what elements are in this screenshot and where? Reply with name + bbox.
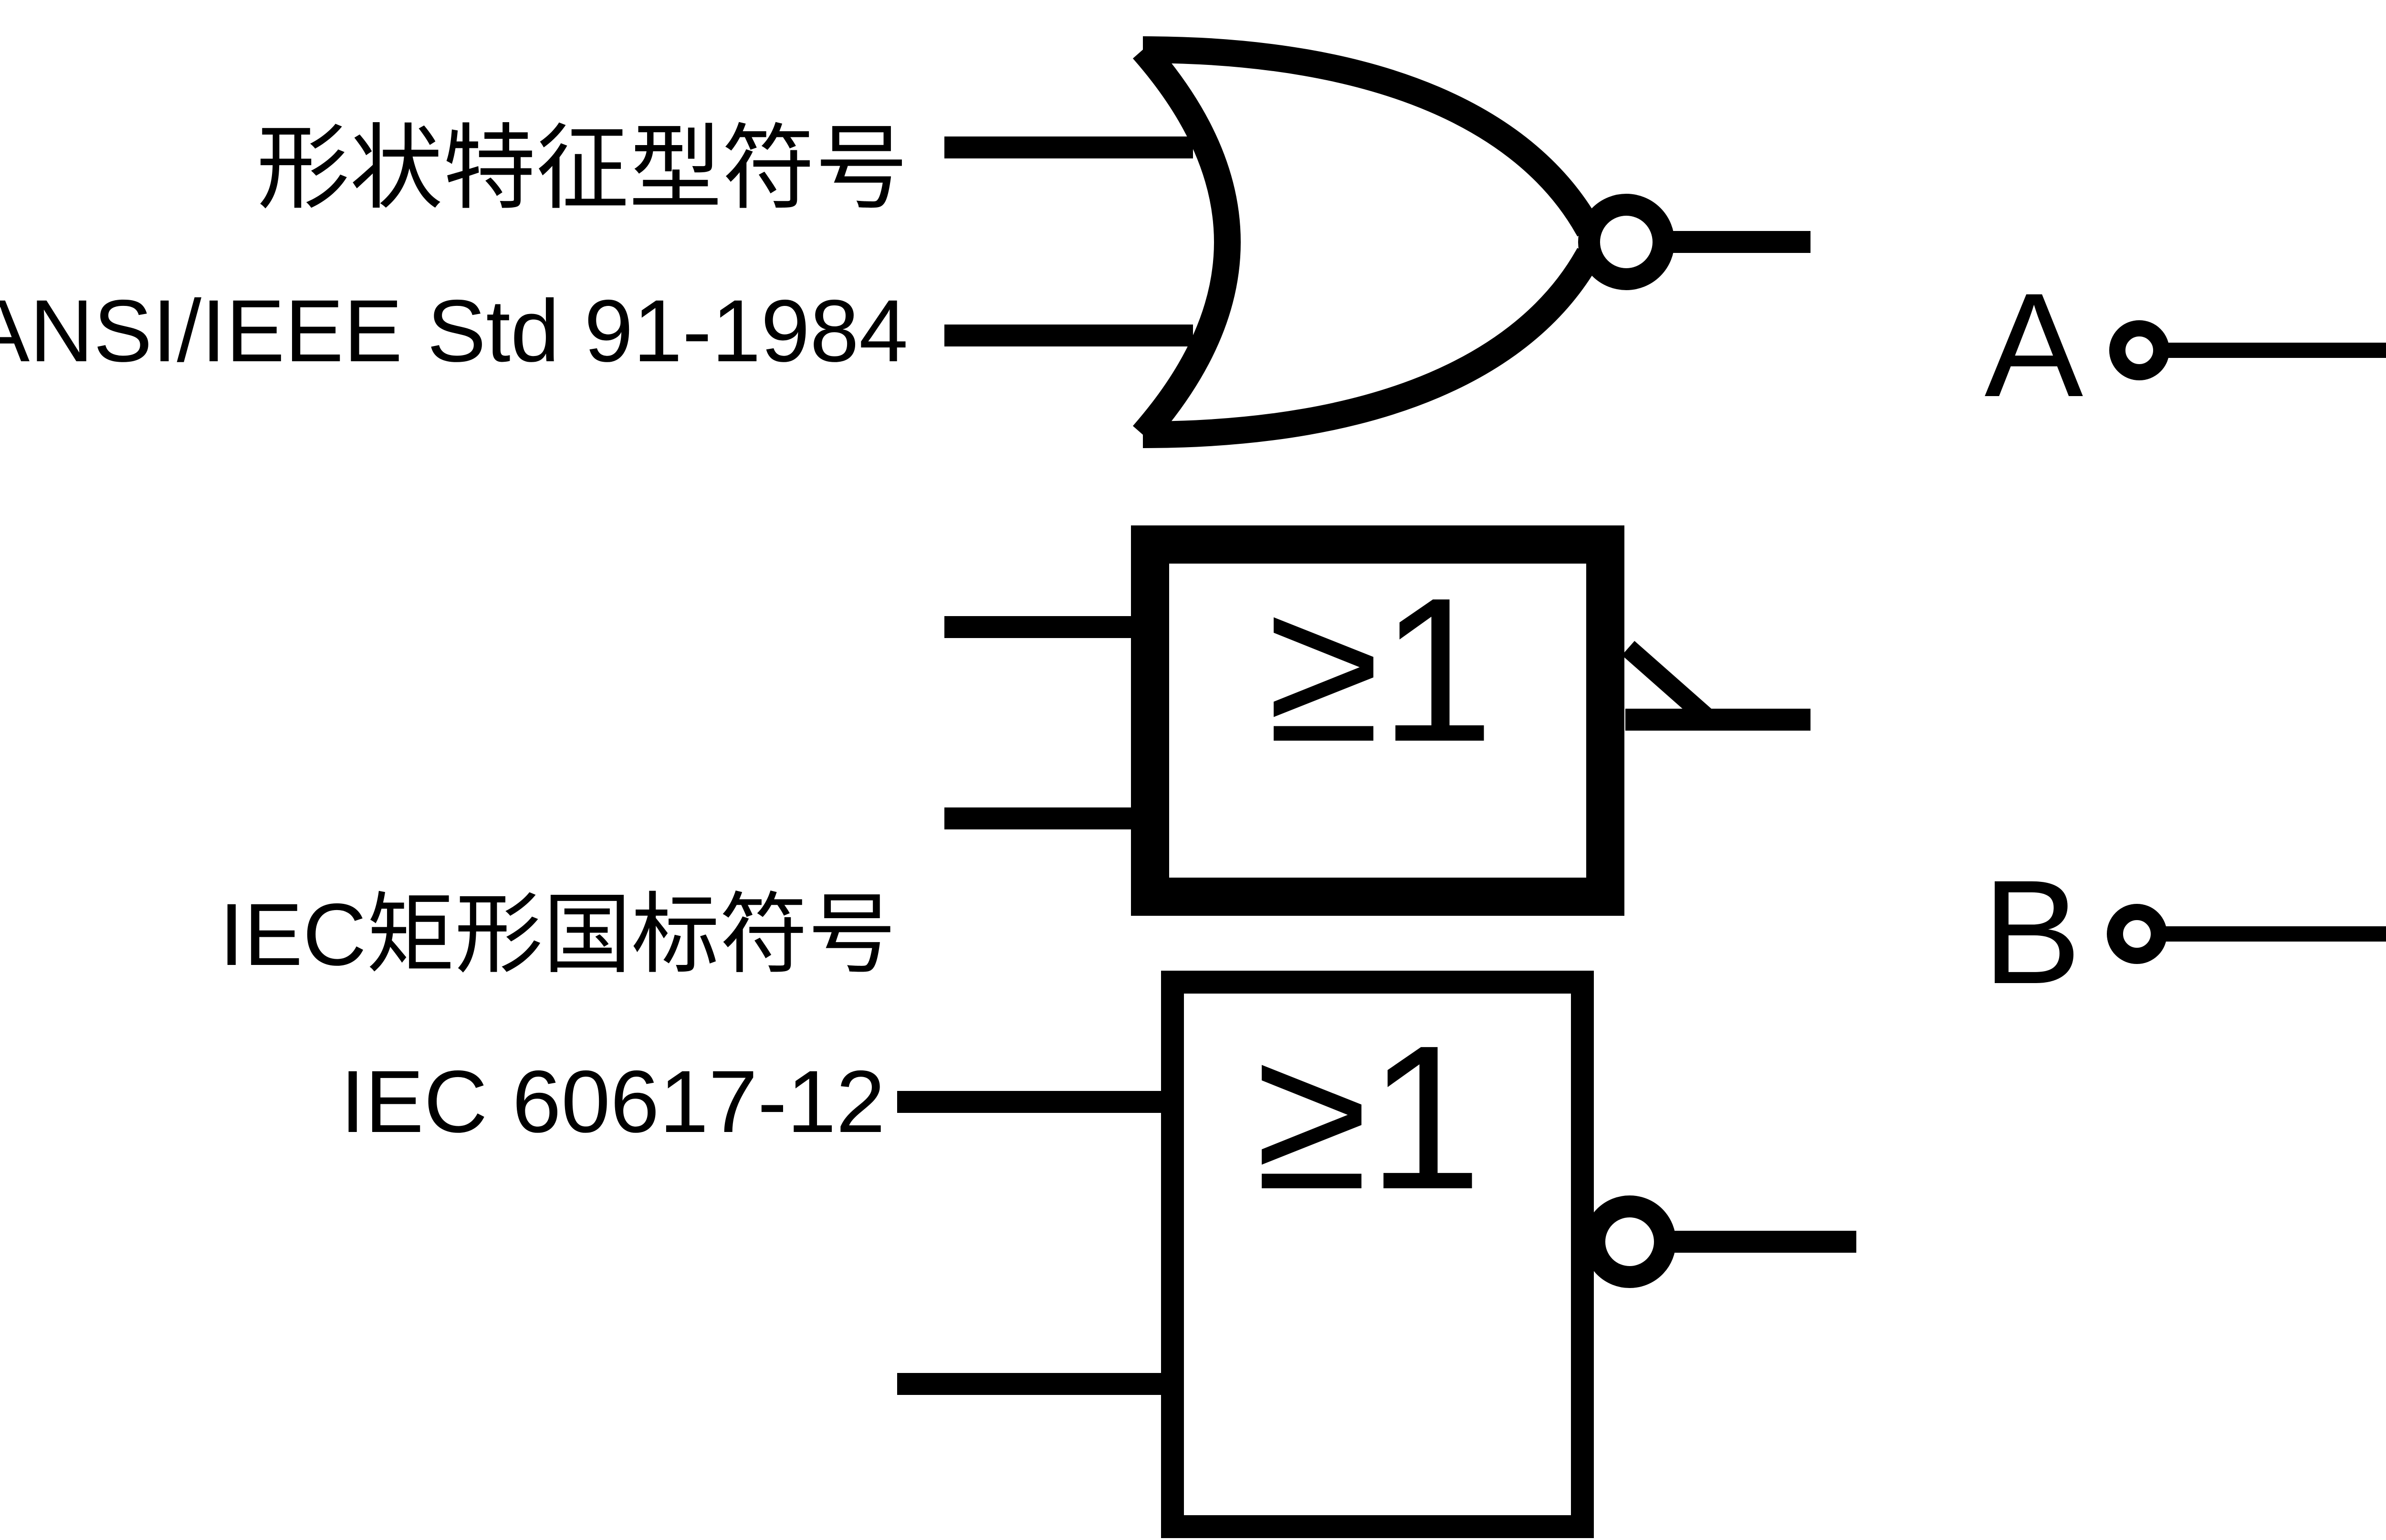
din-function-label: ≥1 (1267, 555, 1494, 785)
input-a-label: A (1985, 262, 2084, 428)
ansi-shape-symbol-section: 形状特征型符号 ANSI/IEEE Std 91-1984 (0, 36, 1810, 448)
iec-symbol-label: IEC矩形国标符号 (220, 886, 896, 984)
input-b-label: B (1983, 849, 2082, 1015)
inversion-bubble-icon (1578, 194, 1674, 290)
iec-standard-label: IEC 60617-12 (340, 1053, 885, 1151)
din-symbol-box (1131, 525, 1624, 916)
din-rectangular-symbol: ≥1 (944, 525, 1810, 916)
open-circle-terminal-icon (2109, 320, 2169, 380)
or-gate-top-curve (1142, 36, 1601, 237)
iec-rectangular-symbol-section: IEC矩形国标符号 IEC 60617-12 ≥1 (220, 886, 1856, 1538)
iec-symbol-box (1161, 971, 1594, 1538)
nor-gate-ansi-symbol (944, 36, 1810, 448)
nor-gate-iec-symbol: ≥1 (897, 971, 1856, 1538)
open-circle-terminal-icon (2107, 904, 2167, 964)
or-gate-bottom-curve (1142, 248, 1601, 448)
din-negation-wedge-icon (1622, 641, 1716, 727)
or-gate-back-arc (1132, 41, 1241, 444)
input-b-branch: B (1983, 849, 2386, 1015)
input-b-wire (2159, 926, 2386, 942)
input-a-wire (2161, 343, 2386, 358)
inversion-bubble-icon (1583, 1195, 1676, 1288)
iec-function-label: ≥1 (1255, 1003, 1482, 1232)
relay-logic-section: 继电器逻辑 A B (1983, 262, 2386, 1015)
ansi-symbol-label: 形状特征型符号 (257, 116, 908, 220)
ansi-standard-label: ANSI/IEEE Std 91-1984 (0, 282, 908, 380)
input-a-branch: A (1985, 262, 2386, 428)
